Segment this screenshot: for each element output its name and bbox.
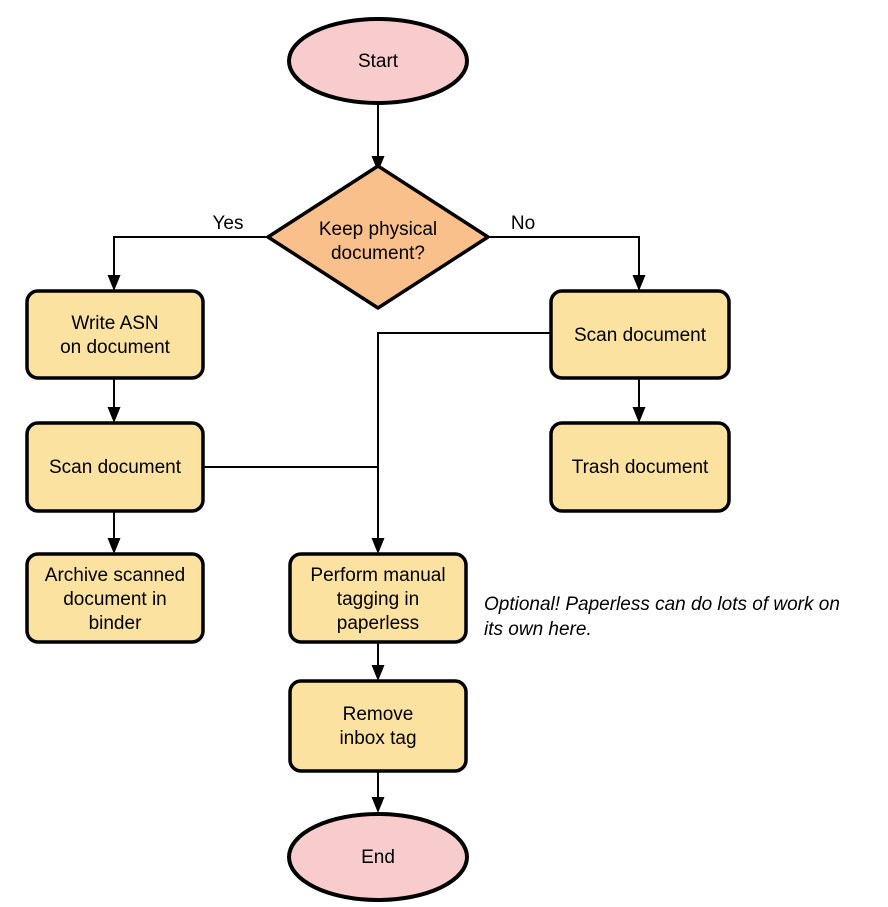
trash-document-box[interactable] [549,421,731,513]
annotation-line2: its own here. [484,619,592,640]
start-ellipse[interactable] [287,17,469,105]
edge-start-to-decision [371,103,385,172]
edge-scan-left-to-archive [107,511,121,554]
arrow-head-icon [371,797,385,813]
node-scan-document-right[interactable]: Scan document [549,289,731,380]
node-archive-label-line3: binder [89,613,142,634]
end-ellipse[interactable] [287,812,469,902]
scan-document-right-box[interactable] [549,289,731,380]
arrow-head-icon [107,407,121,423]
node-end-label: End [361,847,395,868]
node-scan-document-left-label: Scan document [49,457,182,478]
node-trash-document-label: Trash document [572,457,709,478]
annotation-optional-note: Optional! Paperless can do lots of work … [484,594,840,640]
node-trash-document[interactable]: Trash document [549,421,731,513]
edge-label-no: No [511,213,535,234]
remove-inbox-tag-box[interactable] [288,679,468,773]
node-write-asn-label-line2: on document [60,337,171,358]
node-write-asn-label-line1: Write ASN [71,313,158,334]
edge-label-yes: Yes [213,213,244,234]
node-perform-manual-tagging[interactable]: Perform manual tagging in paperless [288,552,468,644]
arrow-head-icon [107,275,121,291]
node-archive-label-line1: Archive scanned [45,565,185,586]
arrow-head-icon [632,407,646,423]
node-remove-inbox-label-line1: Remove [343,704,414,725]
arrow-head-icon [632,275,646,291]
node-start[interactable]: Start [287,17,469,105]
edge-scan-left-to-tagging [203,466,385,554]
node-scan-document-left[interactable]: Scan document [25,421,205,513]
write-asn-box[interactable] [25,289,205,380]
node-remove-inbox-label-line2: inbox tag [339,728,416,749]
node-tagging-label-line3: paperless [337,613,419,634]
edge-decision-yes-to-write-asn [107,230,282,291]
node-tagging-label-line1: Perform manual [310,565,445,586]
node-write-asn[interactable]: Write ASN on document [25,289,205,380]
arrow-head-icon [107,538,121,554]
node-start-label: Start [358,51,399,72]
arrow-head-icon [371,156,385,172]
arrow-head-icon [371,538,385,554]
node-decision-label-line1: Keep physical [319,219,437,240]
arrow-head-icon [371,665,385,681]
node-archive-scanned-document[interactable]: Archive scanned document in binder [25,552,205,644]
edge-scan-right-to-tagging [377,332,551,543]
edge-tagging-to-remove-inbox [371,642,385,681]
scan-document-left-box[interactable] [25,421,205,513]
archive-box[interactable] [25,552,205,644]
edge-decision-no-to-scan-right [474,230,646,291]
tagging-box[interactable] [288,552,468,644]
node-decision-label-line2: document? [331,243,425,264]
node-scan-document-right-label: Scan document [574,325,707,346]
edge-scan-right-to-trash [632,378,646,423]
annotation-line1: Optional! Paperless can do lots of work … [484,594,840,615]
node-remove-inbox-tag[interactable]: Remove inbox tag [288,679,468,773]
node-archive-label-line2: document in [63,589,167,610]
node-decision-keep-physical-document[interactable]: Keep physical document? [266,164,490,310]
node-tagging-label-line2: tagging in [337,589,419,610]
node-end[interactable]: End [287,812,469,902]
decision-diamond[interactable] [266,164,490,310]
edge-remove-inbox-to-end [371,771,385,813]
edge-write-asn-to-scan-left [107,378,121,423]
